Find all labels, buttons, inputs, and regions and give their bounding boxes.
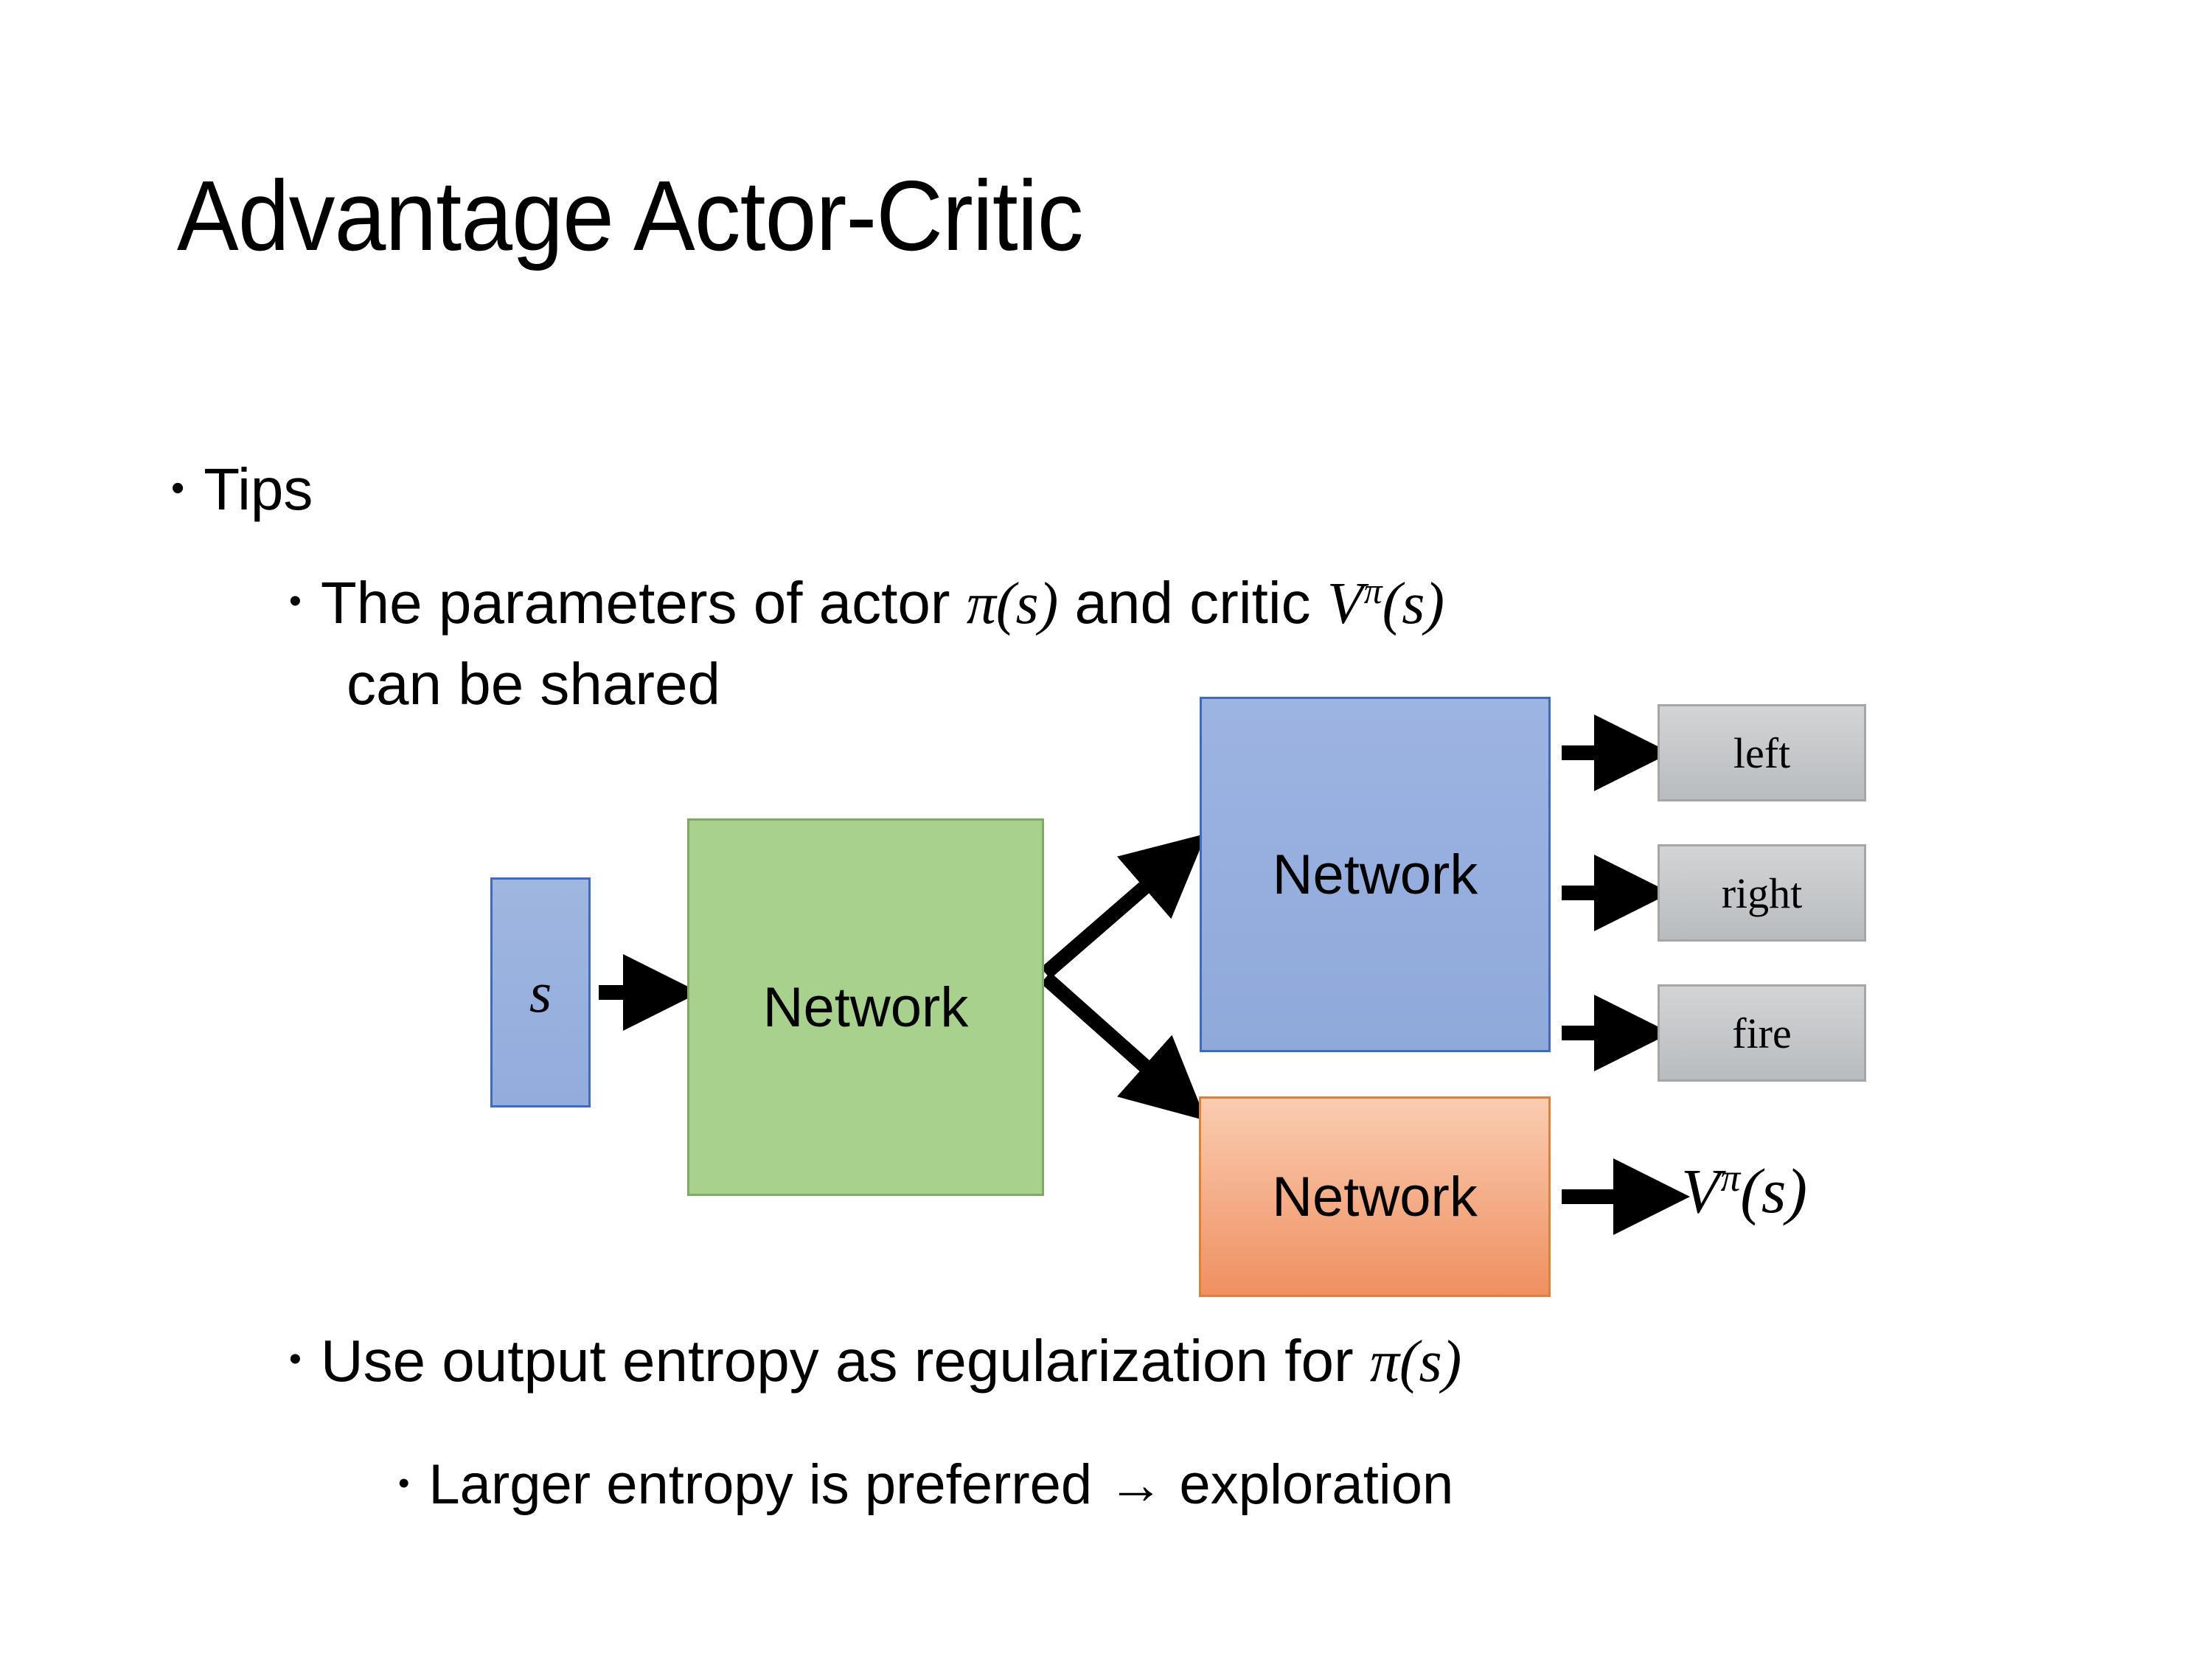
math-v-superscript: π [1363, 570, 1382, 611]
bullet-parameters-label: The parameters of actor π(s) and critic … [321, 569, 1444, 638]
bullet-parameters-line2: can be shared [347, 651, 721, 717]
bullet-entropy: • Use output entropy as regularization f… [289, 1327, 1461, 1396]
bullet-marker: • [171, 467, 185, 509]
state-label: s [529, 960, 552, 1024]
entropy-text: Use output entropy as regularization for [320, 1328, 1370, 1394]
math-pi-of-s: π(s) [966, 571, 1059, 636]
math-pi-of-s: π(s) [1369, 1329, 1462, 1394]
value-superscript: π [1720, 1155, 1741, 1200]
parameters-text-1: The parameters of actor [320, 570, 967, 636]
action-output-right[interactable]: right [1658, 844, 1866, 942]
parameters-text-2: and critic [1058, 570, 1327, 636]
bullet-tips: • Tips [171, 456, 313, 524]
actor-network-box[interactable]: Network [1200, 697, 1551, 1052]
value-base: V [1681, 1155, 1720, 1226]
critic-network-box[interactable]: Network [1199, 1096, 1551, 1297]
action-label: fire [1732, 1009, 1792, 1057]
arrow-shared-to-critic [1040, 972, 1206, 1121]
bullet-marker: • [289, 1340, 302, 1379]
bullet-entropy-label: Use output entropy as regularization for… [321, 1327, 1462, 1396]
value-function-output-label: Vπ(s) [1681, 1154, 1807, 1228]
value-argument: (s) [1740, 1155, 1808, 1226]
bullet-larger-entropy-label: Larger entropy is preferred → exploratio… [428, 1453, 1454, 1516]
math-v-argument: (s) [1382, 571, 1444, 636]
action-label: right [1721, 869, 1803, 917]
bullet-marker: • [289, 582, 302, 621]
math-v-pi-of-s: Vπ(s) [1327, 571, 1444, 636]
shared-network-label: Network [762, 975, 969, 1039]
bullet-tips-label: Tips [204, 456, 313, 522]
shared-network-box[interactable]: Network [687, 818, 1044, 1196]
bullet-marker: • [398, 1465, 410, 1501]
arrow-shared-to-actor [1040, 833, 1207, 979]
actor-network-label: Network [1272, 843, 1478, 906]
action-output-fire[interactable]: fire [1658, 984, 1866, 1082]
action-output-left[interactable]: left [1658, 704, 1866, 801]
critic-network-label: Network [1272, 1165, 1478, 1228]
math-v-base: V [1326, 571, 1363, 636]
state-input-box[interactable]: s [490, 877, 591, 1107]
action-label: left [1733, 728, 1791, 777]
page-title: Advantage Actor-Critic [177, 160, 1084, 271]
bullet-larger-entropy: • Larger entropy is preferred → explorat… [398, 1453, 1453, 1517]
bullet-parameters: • The parameters of actor π(s) and criti… [289, 569, 1444, 638]
